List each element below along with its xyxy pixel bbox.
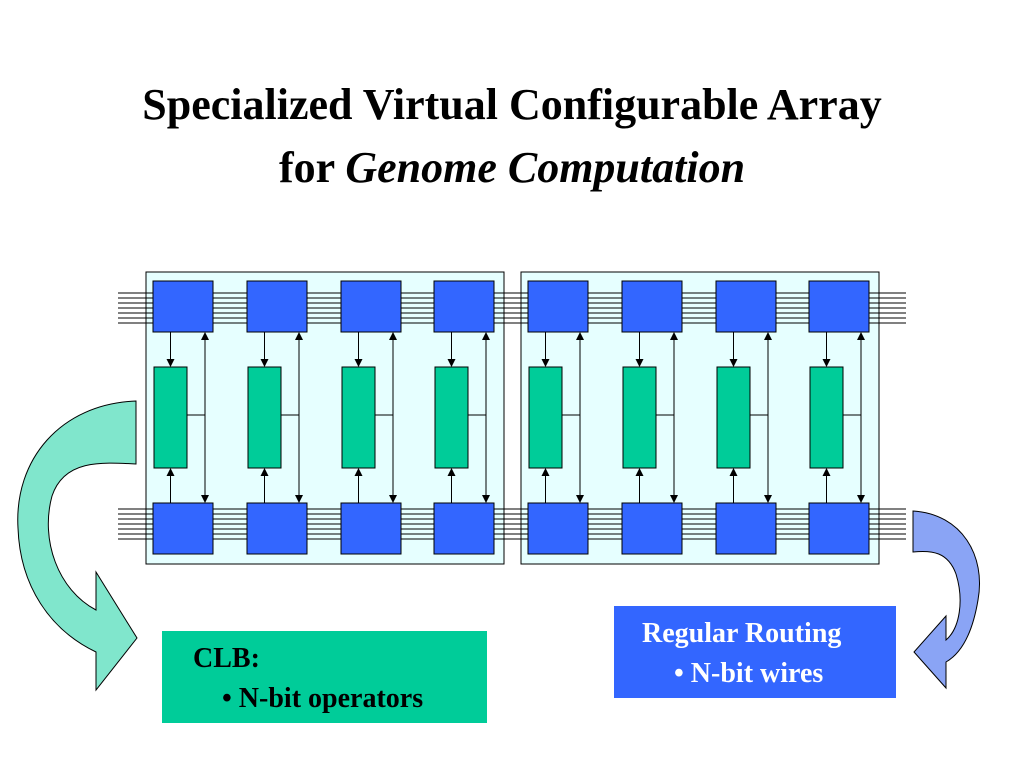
routing-block <box>527 280 589 333</box>
routing-callout: Regular Routing • N-bit wires <box>614 606 896 698</box>
clb-block <box>622 366 657 469</box>
routing-block <box>152 280 214 333</box>
clb-block <box>716 366 751 469</box>
title-line-2: for Genome Computation <box>0 143 1024 193</box>
clb-callout-bullet: • N-bit operators <box>222 683 424 714</box>
title-italic: Genome Computation <box>345 143 746 192</box>
clb-block <box>341 366 376 469</box>
routing-block <box>715 280 777 333</box>
clb-block <box>528 366 563 469</box>
clb-block <box>809 366 844 469</box>
right-curved-arrow <box>912 510 980 690</box>
routing-callout-bullet: • N-bit wires <box>674 658 824 689</box>
routing-block <box>715 502 777 555</box>
clb-block <box>153 366 188 469</box>
routing-block <box>621 502 683 555</box>
routing-block <box>433 280 495 333</box>
routing-block <box>433 502 495 555</box>
routing-block <box>246 502 308 555</box>
title-prefix: for <box>278 143 346 192</box>
clb-block <box>247 366 282 469</box>
array-blocks <box>152 280 870 555</box>
routing-block <box>527 502 589 555</box>
clb-block <box>434 366 469 469</box>
routing-block <box>152 502 214 555</box>
routing-callout-title: Regular Routing <box>642 618 842 649</box>
left-curved-arrow <box>17 400 138 692</box>
clb-callout-title: CLB: <box>193 643 260 674</box>
clb-callout: CLB: • N-bit operators <box>162 631 487 723</box>
routing-block <box>246 280 308 333</box>
title-line-1: Specialized Virtual Configurable Array <box>142 80 882 129</box>
routing-block <box>621 280 683 333</box>
routing-block <box>808 502 870 555</box>
routing-block <box>340 502 402 555</box>
routing-block <box>340 280 402 333</box>
routing-block <box>808 280 870 333</box>
